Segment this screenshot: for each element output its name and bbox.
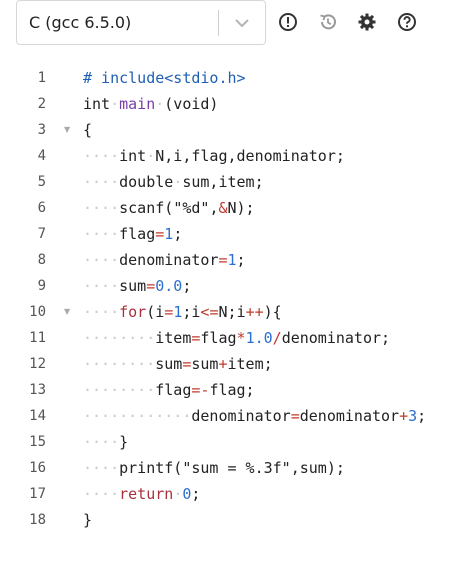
code-line[interactable]: 13 ········flag=-flag;	[0, 377, 470, 403]
line-number: 7	[37, 226, 46, 242]
line-number: 9	[37, 278, 46, 294]
toolbar: C (gcc 6.5.0)	[0, 0, 470, 58]
code-text: ····denominator=1;	[83, 251, 246, 269]
code-text: ····sum=0.0;	[83, 277, 192, 295]
code-line[interactable]: 15 ····}	[0, 429, 470, 455]
code-text: ····double·sum,item;	[83, 173, 264, 191]
line-number: 3	[37, 122, 46, 138]
code-text: ····flag=1;	[83, 225, 183, 243]
code-line[interactable]: 12 ········sum=sum+item;	[0, 351, 470, 377]
code-line[interactable]: 14 ············denominator=denominator+3;	[0, 403, 470, 429]
code-line[interactable]: 1 # include<stdio.h>	[0, 65, 470, 91]
code-line[interactable]: 10 ▼ ····for(i=1;i<=N;i++){	[0, 299, 470, 325]
line-number: 18	[29, 512, 46, 528]
code-line[interactable]: 9 ····sum=0.0;	[0, 273, 470, 299]
line-number: 13	[29, 382, 46, 398]
line-number: 1	[37, 70, 46, 86]
code-text: int·main·(void)	[83, 95, 219, 113]
code-text: }	[83, 511, 93, 529]
line-number: 8	[37, 252, 46, 268]
code-editor[interactable]: 1 # include<stdio.h> 2 int·main·(void) 3 ▼ {4 ·…	[0, 62, 470, 569]
code-line[interactable]: 8 ····denominator=1;	[0, 247, 470, 273]
alert-circle-icon[interactable]	[277, 11, 299, 33]
code-line[interactable]: 7 ····flag=1;	[0, 221, 470, 247]
code-text: ····for(i=1;i<=N;i++){	[83, 303, 282, 321]
code-text: ········flag=-flag;	[83, 381, 255, 399]
language-select-value: C (gcc 6.5.0)	[29, 13, 132, 32]
code-line[interactable]: 2 int·main·(void)	[0, 91, 470, 117]
code-line[interactable]: 17 ····return·0;	[0, 481, 470, 507]
line-number: 2	[37, 96, 46, 112]
code-text: ········sum=sum+item;	[83, 355, 273, 373]
line-number: 12	[29, 356, 46, 372]
code-line[interactable]: 16 ····printf("sum = %.3f",sum);	[0, 455, 470, 481]
code-text: # include<stdio.h>	[83, 69, 246, 87]
fold-arrow-icon[interactable]: ▼	[64, 307, 71, 316]
code-text: ····return·0;	[83, 485, 201, 503]
line-number: 17	[29, 486, 46, 502]
code-text: ············denominator=denominator+3;	[83, 407, 427, 425]
code-text: ····scanf("%d",&N);	[83, 199, 255, 217]
line-number: 5	[37, 174, 46, 190]
line-number: 14	[29, 408, 46, 424]
line-number: 6	[37, 200, 46, 216]
fold-arrow-icon[interactable]: ▼	[64, 125, 71, 134]
help-circle-icon[interactable]	[396, 11, 418, 33]
line-number: 10	[29, 304, 46, 320]
history-icon[interactable]	[317, 11, 339, 33]
code-text: ····printf("sum = %.3f",sum);	[83, 459, 345, 477]
select-divider	[218, 9, 219, 36]
code-text: {	[83, 121, 93, 139]
line-number: 11	[29, 330, 46, 346]
code-text: ····}	[83, 433, 129, 451]
code-line[interactable]: 6 ····scanf("%d",&N);	[0, 195, 470, 221]
gear-icon[interactable]	[356, 11, 378, 33]
chevron-down-icon[interactable]	[219, 1, 265, 44]
code-line[interactable]: 3 ▼ {	[0, 117, 470, 143]
code-line[interactable]: 11 ········item=flag*1.0/denominator;	[0, 325, 470, 351]
code-line[interactable]: 5 ····double·sum,item;	[0, 169, 470, 195]
line-number: 15	[29, 434, 46, 450]
code-line[interactable]: 18}	[0, 507, 470, 533]
code-line[interactable]: 4 ····int·N,i,flag,denominator;	[0, 143, 470, 169]
line-number: 4	[37, 148, 46, 164]
code-text: ····int·N,i,flag,denominator;	[83, 147, 345, 165]
language-select[interactable]: C (gcc 6.5.0)	[16, 0, 266, 45]
code-text: ········item=flag*1.0/denominator;	[83, 329, 391, 347]
line-number: 16	[29, 460, 46, 476]
